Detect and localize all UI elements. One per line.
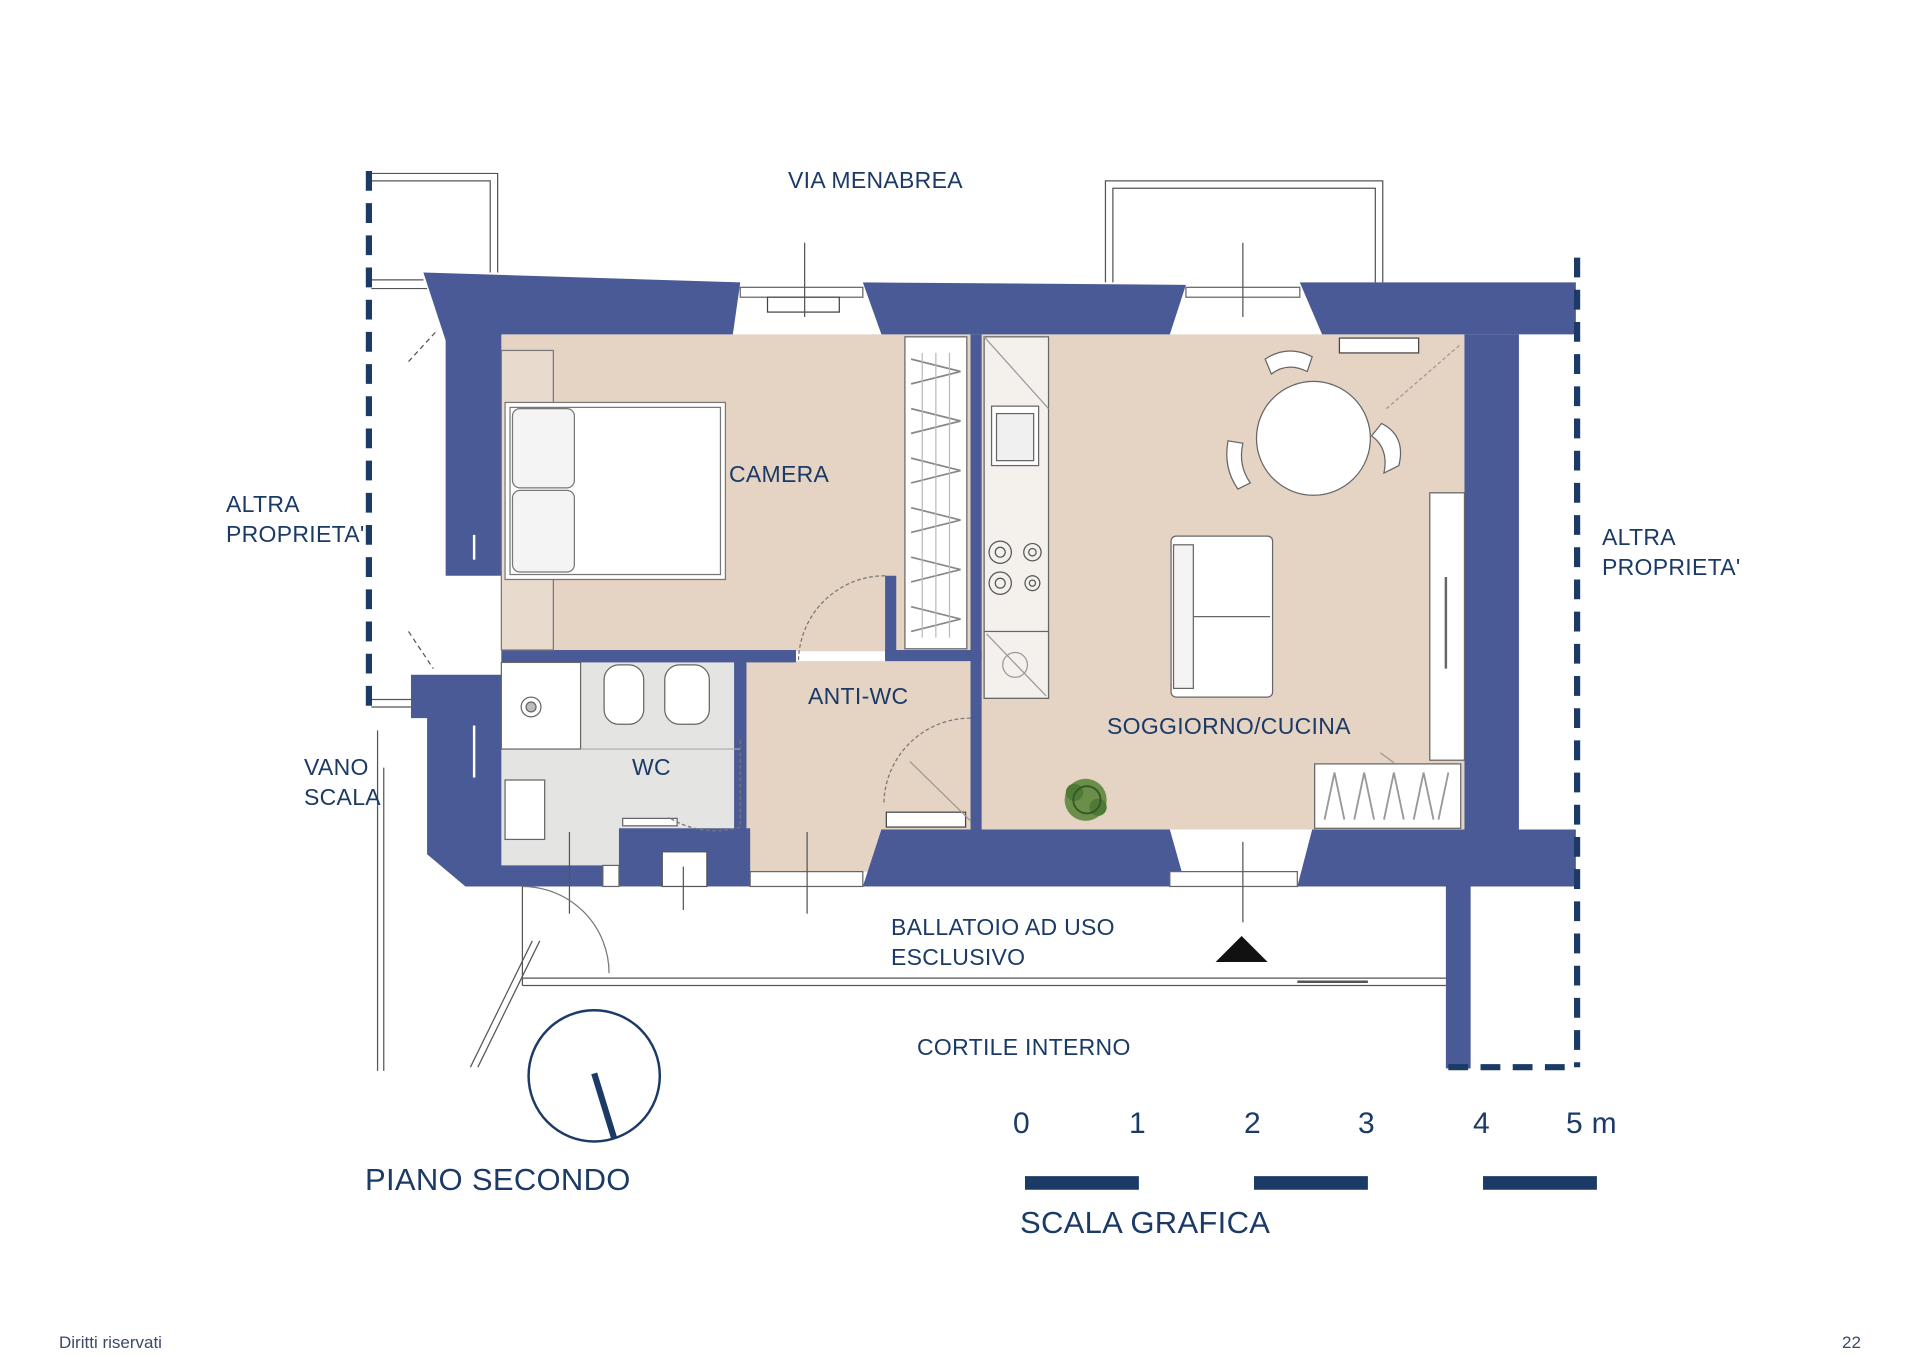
left-lower-wall	[410, 674, 603, 887]
scale-tick-2: 2	[1244, 1107, 1261, 1140]
radiator-anti-wc	[885, 811, 967, 828]
corridor-wardrobe	[904, 336, 968, 650]
corridor-partition	[885, 650, 982, 662]
bathroom-fixtures	[500, 661, 741, 841]
window-bath	[602, 864, 620, 888]
scale-segment-0-1	[1024, 1176, 1139, 1190]
outside-label-left-property: ALTRA PROPRIETA'	[226, 491, 365, 547]
outside-label-courtyard: CORTILE INTERNO	[917, 1034, 1131, 1060]
top-wall-left	[423, 272, 741, 576]
radiator-bedroom	[766, 296, 840, 313]
door-balcony	[522, 885, 610, 974]
kitchen	[983, 336, 1050, 699]
floor-label: PIANO SECONDO	[365, 1162, 631, 1197]
outside-label-stairwell: VANO SCALA	[304, 754, 381, 810]
window-living-bottom	[1169, 870, 1298, 888]
radiator-living	[1338, 337, 1420, 354]
window-bedroom	[739, 286, 864, 298]
balcony-column	[1445, 886, 1471, 1069]
room-label-wc: WC	[632, 754, 671, 780]
left-balcony-rail	[371, 172, 499, 273]
scale-bar	[1024, 1176, 1597, 1190]
chair-top	[1264, 350, 1313, 375]
scale-tick-4: 4	[1473, 1107, 1490, 1140]
corridor-wall-right	[970, 334, 982, 830]
service-shaft	[661, 851, 708, 888]
bottom-wall-right	[1297, 829, 1576, 887]
room-label-living-kitchen: SOGGIORNO/CUCINA	[1107, 713, 1351, 739]
chair-left	[1226, 440, 1252, 490]
towel-bar	[622, 817, 678, 827]
scale-tick-0: 0	[1013, 1107, 1030, 1140]
chair-right	[1370, 422, 1402, 475]
outdoor-lines	[371, 172, 1446, 1071]
toilet	[664, 664, 710, 725]
bottom-wall-middle	[862, 829, 1186, 887]
entrance-arrow-icon	[1215, 935, 1268, 962]
footer-rights: Diritti riservati	[59, 1333, 162, 1352]
room-label-bedroom: CAMERA	[729, 461, 830, 487]
washbasin	[504, 779, 546, 841]
right-wall	[1464, 334, 1519, 830]
walls	[410, 272, 1576, 1069]
door-wc	[668, 740, 741, 832]
north-arrow-icon	[527, 1009, 662, 1143]
stair-diagonal	[469, 940, 533, 1068]
radiators	[766, 296, 1420, 828]
dining-table	[1255, 380, 1371, 496]
pillow-top	[511, 408, 576, 489]
potted-plant-icon	[1064, 778, 1107, 821]
living-furniture	[1170, 350, 1466, 829]
outside-label-right-property: ALTRA PROPRIETA'	[1602, 524, 1741, 580]
street-label: VIA MENABREA	[788, 167, 963, 193]
door-living	[883, 717, 971, 805]
top-wall-middle	[862, 282, 1186, 335]
scale-segment-2-3	[1254, 1176, 1368, 1190]
doors	[522, 343, 1462, 974]
room-label-anti-wc: ANTI-WC	[808, 683, 909, 709]
scale-tick-1: 1	[1129, 1107, 1146, 1140]
bidet	[603, 664, 645, 725]
pillow-bottom	[511, 489, 576, 573]
scale-segment-4-5	[1483, 1176, 1597, 1190]
property-boundaries	[365, 170, 1581, 1071]
footer-page-number: 22	[1842, 1333, 1861, 1352]
bedroom-furniture	[500, 349, 727, 651]
scale-tick-5: 5 m	[1566, 1107, 1617, 1140]
corridor-wall-left	[885, 575, 897, 660]
scale-bar-title: SCALA GRAFICA	[1020, 1205, 1271, 1240]
outside-label-balcony: BALLATOIO AD USO ESCLUSIVO	[891, 914, 1115, 970]
door-bedroom	[797, 575, 886, 663]
bath-partition	[501, 650, 796, 663]
scale-tick-3: 3	[1358, 1107, 1375, 1140]
top-balcony-rail	[1104, 180, 1384, 283]
top-wall-right	[1299, 282, 1576, 335]
stove-icon	[988, 540, 1042, 595]
